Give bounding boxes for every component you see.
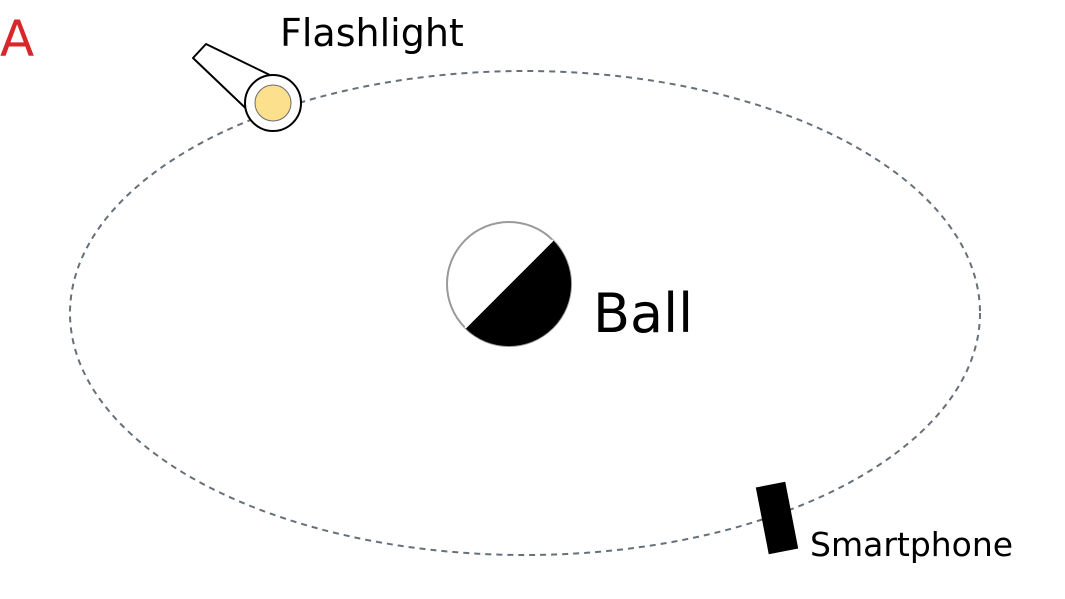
flashlight-icon bbox=[192, 43, 302, 132]
ball-dark-half bbox=[465, 240, 572, 347]
panel-label: A bbox=[0, 10, 35, 68]
smartphone-label: Smartphone bbox=[810, 525, 1014, 564]
orbit-path bbox=[69, 70, 981, 556]
flashlight-label: Flashlight bbox=[280, 11, 464, 55]
ball-label: Ball bbox=[593, 282, 694, 345]
ball-icon bbox=[446, 221, 572, 347]
ball-terminator bbox=[464, 239, 554, 329]
flashlight-lens bbox=[254, 84, 292, 122]
smartphone-icon bbox=[755, 481, 799, 555]
